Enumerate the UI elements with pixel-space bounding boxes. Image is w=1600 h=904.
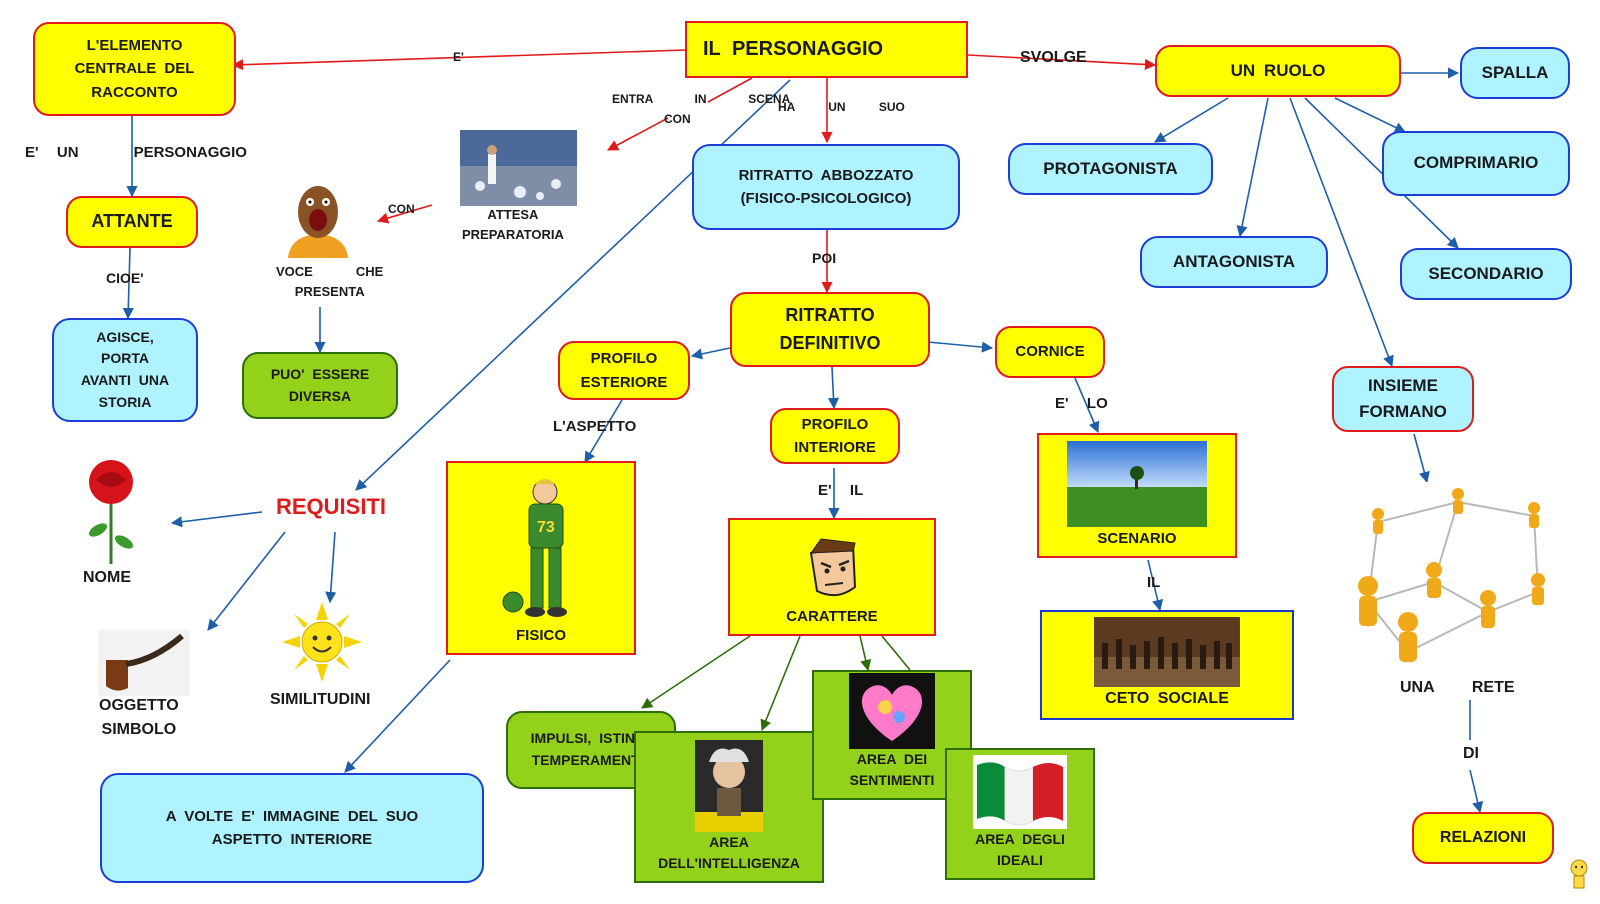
node-ideali[interactable]: AREA DEGLI IDEALI bbox=[945, 748, 1095, 880]
node-elemento[interactable]: L'ELEMENTO CENTRALE DEL RACCONTO bbox=[33, 22, 236, 116]
sun-icon bbox=[282, 602, 362, 682]
link-personaggio-ruolo bbox=[967, 54, 1157, 71]
scenario-label: SCENARIO bbox=[1097, 529, 1177, 547]
node-sentimenti[interactable]: AREA DEI SENTIMENTI bbox=[812, 670, 972, 800]
heart-icon bbox=[849, 672, 935, 749]
ideali-label: AREA DEGLI IDEALI bbox=[975, 830, 1065, 869]
link-cornice-scenario bbox=[1074, 377, 1100, 434]
label-elo: E' LO bbox=[1055, 395, 1108, 412]
node-insieme[interactable]: INSIEME FORMANO bbox=[1332, 366, 1474, 432]
link-di-relazioni bbox=[1469, 769, 1484, 814]
node-carattere[interactable]: CARATTERE bbox=[728, 518, 936, 636]
node-interiore[interactable]: PROFILO INTERIORE bbox=[770, 408, 900, 464]
node-definitivo[interactable]: RITRATTO DEFINITIVO bbox=[730, 292, 930, 367]
link-insieme-rete bbox=[1413, 433, 1430, 484]
label-poi: POI bbox=[812, 250, 837, 266]
label-entra: ENTRA IN SCENA bbox=[612, 92, 791, 106]
link-definitivo-esteriore bbox=[690, 347, 731, 360]
node-comprimario[interactable]: COMPRIMARIO bbox=[1382, 131, 1570, 196]
label-aspetto: L'ASPETTO bbox=[553, 418, 637, 435]
link-carattere-intelligenza bbox=[760, 635, 801, 732]
node-fisico[interactable]: 73 FISICO bbox=[446, 461, 636, 655]
node-intelligenza[interactable]: AREA DELL'INTELLIGENZA bbox=[634, 731, 824, 883]
node-antagonista[interactable]: ANTAGONISTA bbox=[1140, 236, 1328, 288]
link-definitivo-cornice bbox=[927, 341, 994, 353]
node-abbozzato[interactable]: RITRATTO ABBOZZATO (FISICO-PSICOLOGICO) bbox=[692, 144, 960, 230]
label-con-2: CON bbox=[388, 202, 415, 216]
node-agisce[interactable]: AGISCE, PORTA AVANTI UNA STORIA bbox=[52, 318, 198, 422]
einstein-image bbox=[695, 739, 763, 832]
ceto-label: CETO SOCIALE bbox=[1105, 690, 1229, 708]
network-people-image bbox=[1338, 482, 1570, 670]
link-fisico-avolte bbox=[344, 659, 451, 773]
node-personaggio[interactable]: IL PERSONAGGIO bbox=[685, 21, 968, 78]
link-scenario-ceto bbox=[1147, 559, 1164, 612]
link-definitivo-interiore bbox=[827, 366, 840, 410]
node-esteriore[interactable]: PROFILO ESTERIORE bbox=[558, 341, 690, 400]
node-spalla[interactable]: SPALLA bbox=[1460, 47, 1570, 99]
label-nome: NOME bbox=[83, 569, 131, 586]
link-ruolo-secondario bbox=[1304, 97, 1459, 249]
link-personaggio-elemento bbox=[231, 49, 686, 71]
link-con-attesa bbox=[607, 117, 669, 151]
link-con-voce bbox=[376, 204, 433, 224]
label-oggetto: OGGETTO SIMBOLO bbox=[99, 697, 179, 738]
link-ruolo-comprimario bbox=[1334, 97, 1407, 133]
label-attesa: ATTESA PREPARATORIA bbox=[462, 207, 564, 242]
node-protagonista[interactable]: PROTAGONISTA bbox=[1008, 143, 1213, 195]
link-requisiti-nome bbox=[170, 511, 263, 528]
node-ceto[interactable]: CETO SOCIALE bbox=[1040, 610, 1294, 720]
label-requisiti: REQUISITI bbox=[276, 494, 387, 519]
label-il: IL bbox=[1147, 574, 1161, 591]
link-carattere-impulsi bbox=[641, 635, 751, 709]
link-carattere-ideali bbox=[881, 635, 911, 671]
angry-face-icon bbox=[809, 538, 857, 596]
link-attante-agisce bbox=[122, 247, 134, 320]
node-avolte[interactable]: A VOLTE E' IMMAGINE DEL SUO ASPETTO INTE… bbox=[100, 773, 484, 883]
node-puo[interactable]: PUO' ESSERE DIVERSA bbox=[242, 352, 398, 419]
mascot-icon bbox=[1570, 859, 1588, 889]
label-di: DI bbox=[1463, 745, 1479, 762]
fisico-label: FISICO bbox=[515, 626, 566, 644]
carattere-label: CARATTERE bbox=[786, 607, 878, 625]
svg-text:73: 73 bbox=[537, 519, 555, 536]
label-e: E' bbox=[453, 50, 464, 64]
label-con-1: CON bbox=[664, 112, 691, 126]
label-eil: E' IL bbox=[818, 482, 864, 499]
node-scenario[interactable]: SCENARIO bbox=[1037, 433, 1237, 558]
landscape-image bbox=[1067, 440, 1207, 527]
label-hasuo: HA UN SUO bbox=[778, 100, 905, 114]
label-voce: VOCE CHE PRESENTA bbox=[276, 264, 384, 299]
label-unarete: UNA RETE bbox=[1400, 679, 1515, 696]
intelligenza-label: AREA DELL'INTELLIGENZA bbox=[658, 833, 800, 872]
italian-flag-icon bbox=[973, 754, 1067, 829]
shouting-man-icon bbox=[288, 186, 348, 258]
node-relazioni[interactable]: RELAZIONI bbox=[1412, 812, 1554, 864]
football-player-icon: 73 bbox=[502, 478, 567, 617]
node-cornice[interactable]: CORNICE bbox=[995, 326, 1105, 378]
node-ruolo[interactable]: UN RUOLO bbox=[1155, 45, 1401, 97]
link-requisiti-oggetto bbox=[207, 531, 286, 631]
attesa-image bbox=[460, 130, 577, 206]
label-similitudini: SIMILITUDINI bbox=[270, 691, 371, 708]
link-esteriore-fisico bbox=[584, 399, 623, 463]
pipe-icon bbox=[98, 630, 190, 696]
label-cioe: CIOE' bbox=[106, 270, 144, 286]
link-requisiti-similitudini bbox=[325, 531, 337, 604]
link-carattere-sentimenti bbox=[859, 635, 872, 672]
link-personaggio-entra bbox=[707, 77, 753, 103]
sentimenti-label: AREA DEI SENTIMENTI bbox=[849, 750, 935, 789]
node-attante[interactable]: ATTANTE bbox=[66, 196, 198, 248]
label-eun: E' UN PERSONAGGIO bbox=[25, 144, 247, 161]
crowd-image bbox=[1094, 617, 1240, 688]
rose-icon bbox=[88, 460, 134, 564]
node-secondario[interactable]: SECONDARIO bbox=[1400, 248, 1572, 300]
link-ruolo-antagonista bbox=[1236, 97, 1269, 238]
label-svolge: SVOLGE bbox=[1020, 49, 1087, 66]
link-ruolo-protagonista bbox=[1154, 97, 1229, 143]
link-ruolo-insieme bbox=[1289, 97, 1394, 368]
